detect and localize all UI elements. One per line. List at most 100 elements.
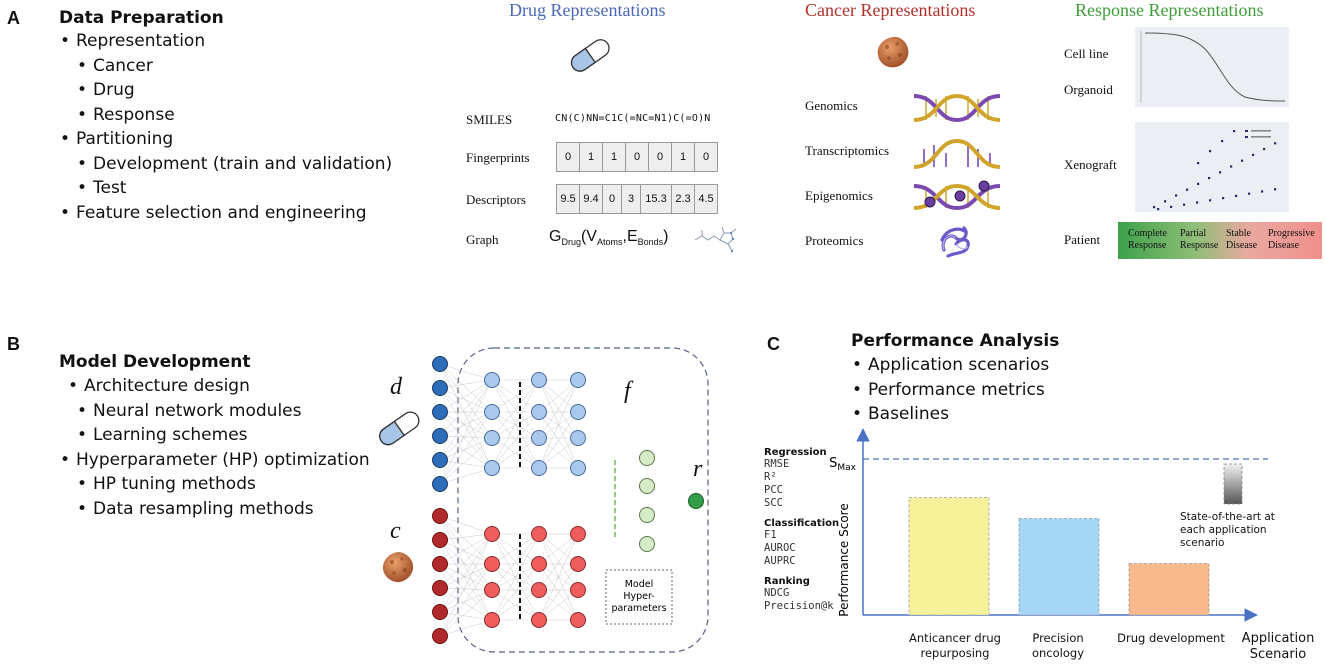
performance-bar xyxy=(1018,518,1100,616)
cancer-input-node xyxy=(432,580,448,596)
panel-a-letter: A xyxy=(7,8,20,28)
graph-g: G xyxy=(549,228,562,245)
xenograft-point xyxy=(1274,142,1277,145)
xenograft-label: Xenograft xyxy=(1064,157,1117,172)
transcriptomics-label: Transcriptomics xyxy=(805,143,890,158)
protein-icon xyxy=(940,226,970,258)
graph-bonds-sub: Bonds xyxy=(637,237,664,248)
cancer-cell-icon xyxy=(382,552,414,583)
patient-category-line: Disease xyxy=(1268,240,1300,251)
drug-input-node xyxy=(432,452,448,468)
patient-category-line: Disease xyxy=(1226,240,1258,251)
fingerprint-bit: 0 xyxy=(557,143,580,171)
rna-strand-icon xyxy=(913,138,1001,169)
cancer-input-node xyxy=(432,508,448,524)
fingerprint-bit: 1 xyxy=(672,143,695,171)
hyper-box-line: parameters xyxy=(611,603,666,614)
drug-hidden-node xyxy=(484,430,500,446)
xenograft-point xyxy=(1263,148,1266,151)
drug-input-node xyxy=(432,356,448,372)
metric-item: R² xyxy=(764,471,777,483)
drug-hidden-node xyxy=(531,430,547,446)
patient-category-line: Response xyxy=(1180,240,1219,251)
xenograft-point xyxy=(1157,208,1160,211)
smiles-value: CN(C)NN=C1C(=NC=N1)C(=O)N xyxy=(555,113,711,124)
xenograft-point xyxy=(1221,140,1224,143)
metric-item: PCC xyxy=(764,484,783,496)
cancer-input-node xyxy=(432,628,448,644)
sota-note: State-of-the-art at each application sce… xyxy=(1180,511,1275,549)
bullet-data-resampling: Data resampling methods xyxy=(77,497,370,522)
performance-bar xyxy=(908,497,990,616)
drug-hidden-node xyxy=(531,404,547,420)
fingerprint-bit: 0 xyxy=(649,143,672,171)
descriptor-value: 2.3 xyxy=(672,185,695,213)
label-f: f xyxy=(624,378,631,404)
patient-category-line: Complete xyxy=(1128,228,1167,239)
bullet-development: Development (train and validation) xyxy=(77,152,392,177)
graph-label: Graph xyxy=(466,232,499,247)
x-category-label: Anticancer drug repurposing xyxy=(909,631,1001,660)
cancer-cell-icon xyxy=(877,36,909,68)
xenograft-point xyxy=(1219,171,1222,174)
metric-item: RMSE xyxy=(764,458,790,470)
panel-b-bullets: Architecture design Neural network modul… xyxy=(59,374,370,521)
panel-b-title: Model Development xyxy=(59,352,251,372)
drug-hidden-node xyxy=(531,372,547,388)
metric-group-head: Regression xyxy=(764,447,827,458)
xenograft-point xyxy=(1235,194,1238,197)
label-r: r xyxy=(693,456,703,482)
xenograft-point xyxy=(1196,201,1199,204)
smax-label: SMax xyxy=(829,456,857,473)
panel-c-title: Performance Analysis xyxy=(851,331,1060,351)
descriptor-value: 4.5 xyxy=(698,193,714,205)
metric-item: SCC xyxy=(764,497,783,509)
cancer-hidden-node xyxy=(570,526,586,542)
cancer-input-node xyxy=(432,532,448,548)
metric-item: Precision@k xyxy=(764,600,834,612)
xenograft-point xyxy=(1208,177,1211,180)
response-representations-header: Response Representations xyxy=(1075,0,1264,20)
xenograft-point xyxy=(1164,200,1167,203)
xenograft-point xyxy=(1197,182,1200,185)
metric-item: NDCG xyxy=(764,587,790,599)
graph-formula: GDrug(VAtoms,EBonds) xyxy=(549,228,669,248)
cancer-hidden-node xyxy=(484,556,500,572)
neural-network-diagram: Model Hyper- parameters xyxy=(432,347,709,653)
graph-v: V xyxy=(586,228,597,245)
cell-line-label: Cell line xyxy=(1064,46,1109,61)
label-c: c xyxy=(390,518,401,544)
xenograft-point xyxy=(1197,162,1200,165)
graph-drug-sub: Drug xyxy=(561,237,581,248)
bullet-hp-tuning-methods: HP tuning methods xyxy=(77,472,370,497)
drug-input-node xyxy=(432,428,448,444)
x-category-label: Drug development xyxy=(1117,631,1225,645)
metrics-list: Regression RMSE R² PCC SCC Classificatio… xyxy=(764,447,839,613)
smax-sub: Max xyxy=(837,463,856,473)
xenograft-point xyxy=(1186,188,1189,191)
cancer-representations-header: Cancer Representations xyxy=(805,0,976,20)
metric-group-head: Classification xyxy=(764,518,840,529)
descriptor-value: 3 xyxy=(622,185,641,213)
xenograft-point xyxy=(1274,188,1277,191)
bullet-cancer: Cancer xyxy=(77,54,392,79)
cancer-hidden-node xyxy=(570,556,586,572)
cancer-hidden-node xyxy=(484,526,500,542)
panel-c-bullets: Application scenarios Performance metric… xyxy=(851,353,1049,427)
xenograft-point xyxy=(1230,165,1233,168)
graph-atoms-sub: Atoms xyxy=(596,237,623,248)
descriptor-value: 9.4 xyxy=(580,185,603,213)
xenograft-point xyxy=(1252,153,1255,156)
fingerprint-bit: 1 xyxy=(580,143,603,171)
drug-representations-header: Drug Representations xyxy=(509,0,666,20)
patient-category-line: Stable xyxy=(1226,228,1251,239)
fingerprints-label: Fingerprints xyxy=(466,150,530,165)
xenograft-point xyxy=(1248,192,1251,195)
descriptors-label: Descriptors xyxy=(466,192,526,207)
y-axis-label: Performance Score xyxy=(837,503,851,616)
drug-hidden-node xyxy=(570,372,586,388)
drug-hidden-node xyxy=(570,404,586,420)
